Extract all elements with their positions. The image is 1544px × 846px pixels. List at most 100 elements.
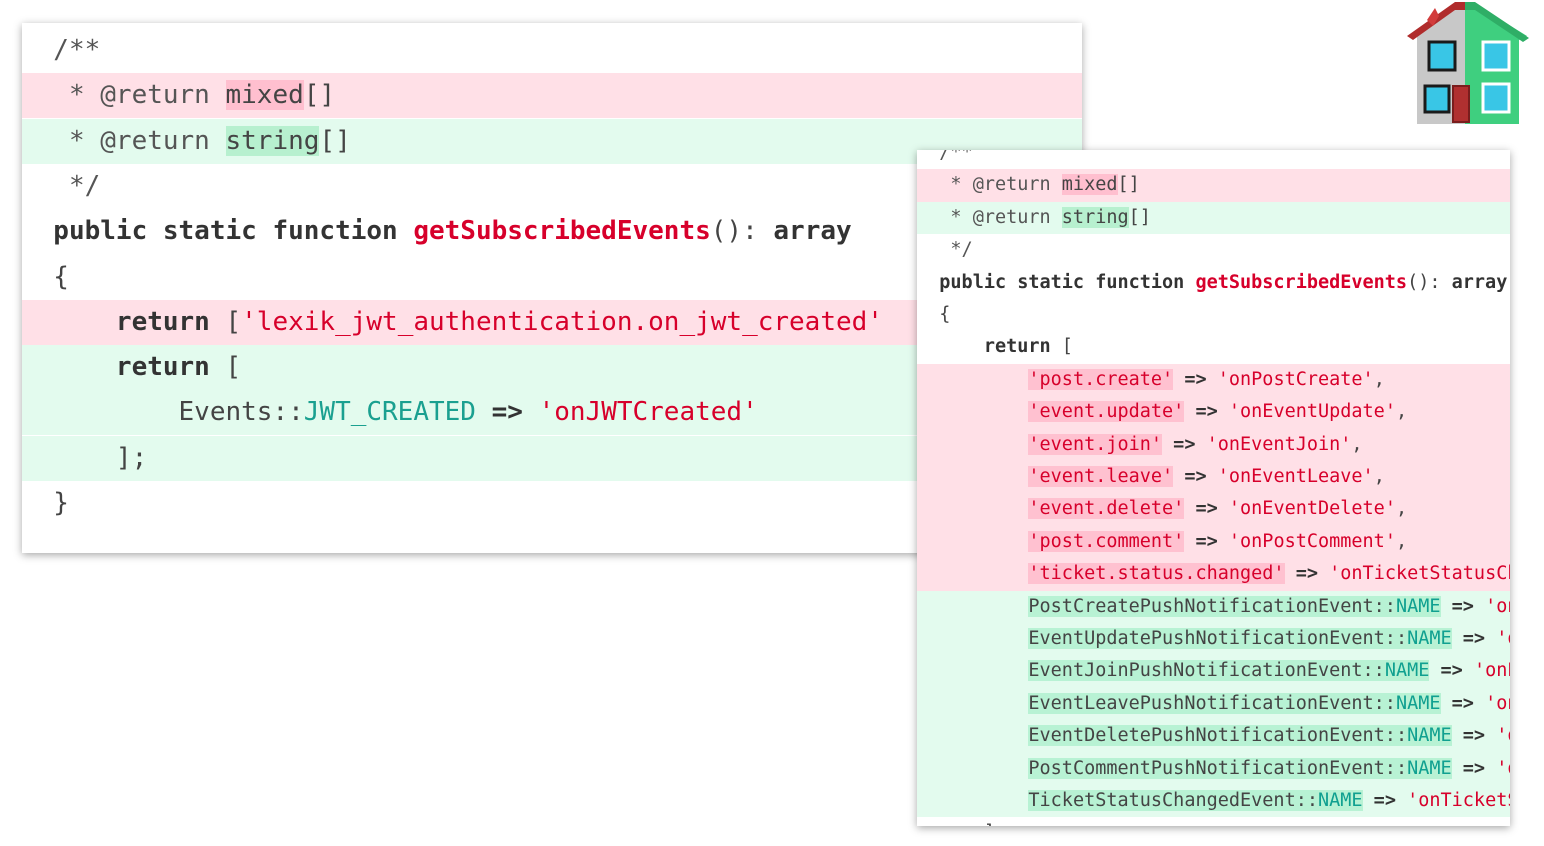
code-token: */ (22, 170, 101, 201)
house-logo-icon (1407, 2, 1529, 124)
code-token: => (475, 397, 539, 428)
class-constant-highlight: EventDeletePushNotificationEvent::NAME (1028, 725, 1452, 747)
code-token: return (22, 352, 226, 383)
code-token: 'onEventUpdate' (1496, 628, 1510, 649)
code-token: 'event.update' (1028, 401, 1185, 423)
code-token: => (1184, 498, 1229, 520)
code-token: => (1451, 725, 1497, 747)
diff-line-context: */ (22, 164, 1082, 209)
diff-line-context: } (22, 481, 1082, 526)
code-token: PostCommentPushNotificationEvent:: (1028, 757, 1408, 779)
diff-line-context: return [ (917, 331, 1510, 363)
diff-line-removed: * @return mixed[] (22, 73, 1082, 119)
code-token: => (1429, 660, 1474, 682)
code-token: => (1362, 790, 1408, 811)
code-token: } (22, 488, 69, 518)
code-token: mixed (225, 80, 304, 111)
code-token: EventUpdatePushNotificationEvent:: (1028, 628, 1408, 649)
code-token: Events:: (22, 397, 304, 428)
code-token: return (22, 306, 226, 337)
code-token: , (1351, 433, 1363, 455)
diff-line-added: ]; (22, 435, 1082, 481)
code-token: => (1173, 466, 1218, 487)
code-token: (): (710, 216, 774, 247)
code-token: ]; (917, 822, 1006, 826)
code-token: => (1451, 757, 1497, 779)
code-token: 'ticket.status.changed' (1028, 563, 1285, 585)
code-token: 'onEventUpdate' (1228, 401, 1396, 423)
diff-line-context: public static function getSubscribedEven… (917, 267, 1510, 299)
code-token: [] (1117, 174, 1140, 196)
code-token: TicketStatusChangedEvent:: (1028, 790, 1318, 811)
diff-line-added: TicketStatusChangedEvent::NAME => 'onTic… (917, 785, 1510, 818)
code-token: NAME (1395, 595, 1441, 617)
code-token: mixed (1061, 174, 1118, 196)
diff-line-added: * @return string[] (917, 201, 1510, 235)
code-token: getSubscribedEvents (413, 216, 711, 247)
code-token: => (1162, 433, 1207, 455)
code-token: array (1451, 271, 1508, 293)
code-token: 'onPostCreate' (1485, 595, 1510, 617)
diff-line-added: * @return string[] (22, 118, 1082, 164)
diff-line-added: EventJoinPushNotificationEvent::NAME => … (917, 655, 1510, 688)
diff-line-removed: 'event.delete' => 'onEventDelete', (917, 493, 1510, 526)
code-token: 'post.create' (1028, 368, 1174, 390)
diff-line-context: { (917, 299, 1510, 331)
code-token: array (773, 216, 852, 247)
code-token: /** (917, 150, 973, 163)
code-token: EventLeavePushNotificationEvent:: (1028, 692, 1396, 714)
code-token: [] (319, 125, 351, 156)
diff-line-added: PostCreatePushNotificationEvent::NAME =>… (917, 590, 1510, 623)
code-token: NAME (1395, 692, 1441, 714)
code-token: (): (1407, 271, 1452, 293)
diff-line-added: EventLeavePushNotificationEvent::NAME =>… (917, 687, 1510, 721)
code-token: string (1061, 206, 1129, 228)
code-token: => (1184, 401, 1229, 423)
diff-line-context: /** (22, 28, 1082, 73)
code-token: { (22, 261, 69, 292)
diff-line-removed: 'event.leave' => 'onEventLeave', (917, 461, 1510, 494)
code-token: 'lexik_jwt_authentication.on_jwt_created… (241, 306, 883, 337)
diff-line-added: EventUpdatePushNotificationEvent::NAME =… (917, 623, 1510, 656)
code-token: NAME (1407, 757, 1452, 779)
diff-line-removed: 'post.create' => 'onPostCreate', (917, 363, 1510, 397)
code-token: , (1373, 368, 1385, 390)
diff-line-added: EventDeletePushNotificationEvent::NAME =… (917, 720, 1510, 753)
code-token: 'onEventDelete' (1496, 725, 1510, 747)
code-token: return (917, 336, 1062, 358)
code-token: NAME (1407, 725, 1452, 747)
class-constant-highlight: EventLeavePushNotificationEvent::NAME (1028, 692, 1441, 714)
code-token: => (1184, 530, 1229, 552)
code-token: NAME (1384, 660, 1430, 682)
code-token: [ (225, 306, 242, 337)
diff-line-removed: 'event.join' => 'onEventJoin', (917, 428, 1510, 461)
code-token: * @return (22, 125, 226, 156)
diff-line-added: PostCommentPushNotificationEvent::NAME =… (917, 752, 1510, 785)
code-token: , (1373, 466, 1385, 487)
code-diff-panel-right: /** * @return mixed[] * @return string[]… (917, 150, 1510, 826)
code-diff-panel-left: /** * @return mixed[] * @return string[]… (22, 23, 1082, 553)
code-token: /** (22, 35, 101, 65)
class-constant-highlight: TicketStatusChangedEvent::NAME (1028, 790, 1363, 811)
code-token: EventJoinPushNotificationEvent:: (1028, 660, 1385, 682)
diff-line-removed: 'event.update' => 'onEventUpdate', (917, 396, 1510, 429)
code-token: => (1440, 595, 1486, 617)
code-token: , (1395, 498, 1408, 520)
code-token: * @return (917, 174, 1062, 196)
code-token: NAME (1407, 628, 1452, 649)
code-token: string (225, 125, 320, 156)
code-token: getSubscribedEvents (1195, 271, 1408, 293)
code-token: 'onJWTCreated' (538, 397, 758, 428)
code-token: JWT_CREATED (303, 397, 476, 428)
diff-line-context: { (22, 255, 1082, 300)
code-token: 'onTicketStatusChanged' (1407, 790, 1510, 811)
code-token: [] (1128, 206, 1151, 228)
code-token: * @return (22, 80, 226, 111)
diff-line-context: public static function getSubscribedEven… (22, 209, 1082, 254)
code-token: 'onEventLeave' (1485, 692, 1510, 714)
code-token: 'onEventLeave' (1217, 466, 1374, 487)
code-token: => (1440, 692, 1486, 714)
code-token: 'onPostComment' (1496, 757, 1510, 779)
code-token: 'onPostCreate' (1217, 368, 1374, 390)
code-token: [ (225, 352, 242, 383)
